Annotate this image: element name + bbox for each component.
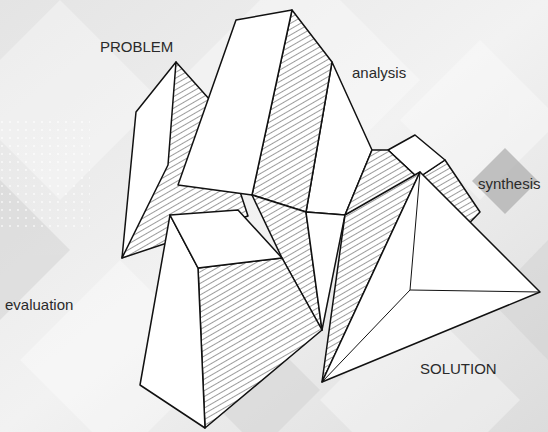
stage-label: PROBLEM: [100, 38, 173, 56]
stage-label: SOLUTION: [420, 360, 497, 378]
stage-label: synthesis: [478, 175, 541, 193]
stage-label: evaluation: [5, 296, 73, 314]
stage-label: analysis: [352, 64, 406, 82]
